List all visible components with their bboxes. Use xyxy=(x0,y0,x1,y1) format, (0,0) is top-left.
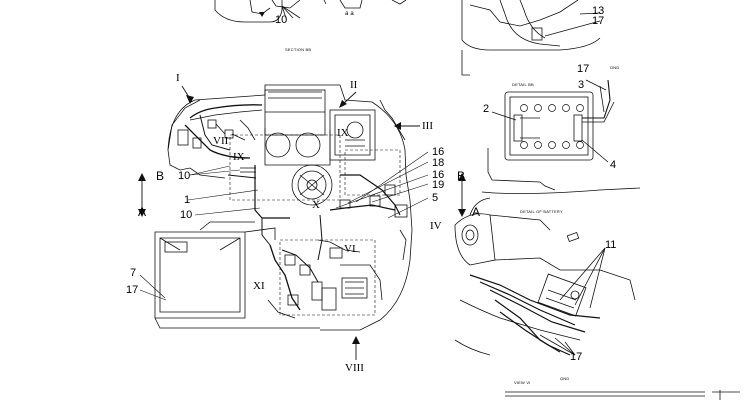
section-marker-B-left: B xyxy=(156,169,165,183)
callout-10-b: 10 xyxy=(180,209,193,221)
right-mid-structure xyxy=(469,148,641,216)
view-marker-I: I xyxy=(176,72,180,84)
detail-bb-caption: DETAIL BB xyxy=(512,82,534,87)
callout-13: 13 xyxy=(592,5,605,17)
section-marker-A-left: A xyxy=(138,205,147,219)
gnd-label-bottom: GND xyxy=(560,376,570,381)
section-marker-A-right: A xyxy=(472,205,481,219)
view-arrows xyxy=(141,85,463,360)
view-marker-VI: VI xyxy=(344,243,356,255)
callout-10-a: 10 xyxy=(178,170,191,182)
callout-18: 18 xyxy=(432,157,445,169)
view-marker-XI: XI xyxy=(253,280,265,292)
label-10-top: 10 xyxy=(275,14,288,26)
view-marker-IX-center: IX xyxy=(337,127,349,139)
detail-battery-caption: DETAIL OF BATTERY xyxy=(520,209,563,214)
view-marker-III: III xyxy=(422,120,433,132)
view-marker-VII: VII xyxy=(213,135,229,147)
lower-right-isometric-view xyxy=(454,213,636,356)
leader-lines xyxy=(139,151,429,301)
callout-17-top-right: 17 xyxy=(592,15,605,27)
view-marker-IV: IV xyxy=(430,220,442,232)
callout-7: 7 xyxy=(130,267,137,279)
callout-2: 2 xyxy=(483,103,490,115)
callout-16-b: 16 xyxy=(432,169,445,181)
callout-17-left: 17 xyxy=(126,284,139,296)
callout-3: 3 xyxy=(578,79,585,91)
top-left-partial-view xyxy=(214,0,407,23)
section-marker-B-right: B xyxy=(457,169,466,183)
callout-16-a: 16 xyxy=(432,146,445,158)
bottom-partial-view xyxy=(505,390,740,400)
arrowheads xyxy=(138,12,466,344)
view-marker-X: X xyxy=(312,199,320,211)
view-vi-caption: VIEW VI xyxy=(514,380,531,385)
callout-17-bottom-right: 17 xyxy=(570,351,583,363)
callout-1: 1 xyxy=(184,194,191,206)
callout-17-detail: 17 xyxy=(577,63,590,75)
top-right-partial-view xyxy=(461,0,601,76)
callout-19: 19 xyxy=(432,179,445,191)
callout-5: 5 xyxy=(432,192,439,204)
callout-11: 11 xyxy=(605,239,617,251)
section-bb-caption: SECTION BB xyxy=(285,47,312,52)
view-marker-VIII: VIII xyxy=(345,362,364,374)
gnd-label: GND xyxy=(610,65,620,70)
view-marker-II: II xyxy=(350,79,358,91)
detail-bb-view xyxy=(491,79,615,163)
main-view-outline xyxy=(154,84,413,331)
callout-4: 4 xyxy=(610,159,617,171)
label-small-a: a a xyxy=(345,11,354,17)
view-marker-IX-left: IX xyxy=(233,151,245,163)
